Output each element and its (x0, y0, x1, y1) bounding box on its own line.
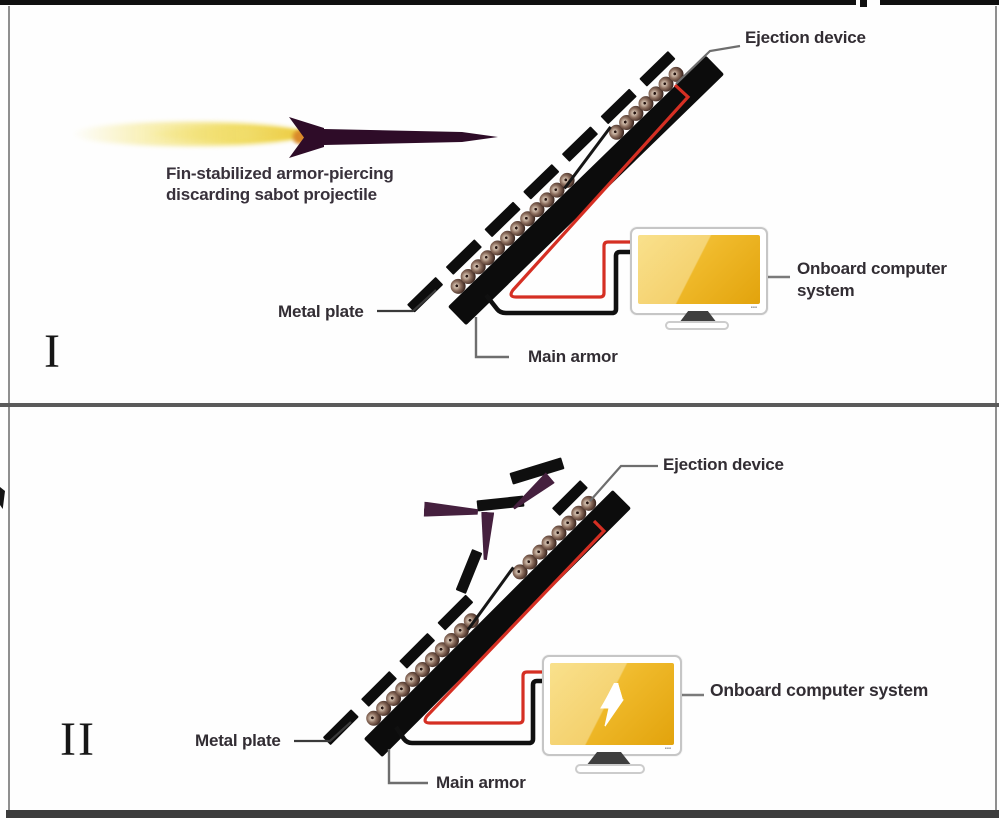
lightning-icon (600, 683, 624, 727)
projectile-label: Fin-stabilized armor-piercing discarding… (166, 163, 394, 205)
projectile-fragment (424, 502, 479, 520)
ejected-plate-fragment (455, 549, 483, 594)
monitor-screen (638, 235, 760, 304)
monitor-icon: ▪▪▪ (542, 655, 682, 756)
top-border-notch (860, 0, 867, 7)
ejection-leader-line (589, 464, 658, 502)
metal-plate-label: Metal plate (278, 302, 364, 321)
monitor-brand-dots: ▪▪▪ (750, 305, 757, 311)
monitor-stand (586, 752, 632, 766)
onboard-computer-label: Onboard computer system (710, 680, 929, 700)
onboard-label-line2: system (797, 281, 855, 300)
projectile-label-line2: discarding sabot projectile (166, 185, 377, 204)
projectile-label-line1: Fin-stabilized armor-piercing (166, 164, 394, 183)
panel-2-numeral: II (60, 713, 96, 766)
left-border (8, 6, 10, 812)
panel-divider (0, 403, 999, 407)
monitor-base (575, 764, 645, 774)
panel-1-numeral: I (44, 325, 60, 378)
monitor-base (665, 321, 729, 330)
monitor-brand-dots: ▪▪▪ (664, 746, 671, 752)
top-border (880, 0, 999, 5)
ejection-device-label: Ejection device (663, 455, 784, 474)
main-armor-label: Main armor (528, 347, 618, 366)
flame-trail-core-icon (150, 128, 312, 140)
metal-plate-segment (322, 709, 359, 746)
ejected-plate-fragment (509, 457, 565, 485)
onboard-label-line1: Onboard computer (797, 259, 947, 278)
onboard-computer-label: Onboard computer system (797, 258, 947, 302)
main-armor-leader-line (387, 749, 428, 785)
left-edge-fragment (0, 487, 5, 509)
metal-plate-label: Metal plate (195, 731, 281, 750)
monitor-stand (679, 311, 717, 323)
bottom-border (6, 810, 999, 818)
right-border (995, 6, 997, 812)
main-armor-label: Main armor (436, 773, 526, 792)
ejection-device-label: Ejection device (745, 28, 866, 47)
top-border (0, 0, 856, 5)
